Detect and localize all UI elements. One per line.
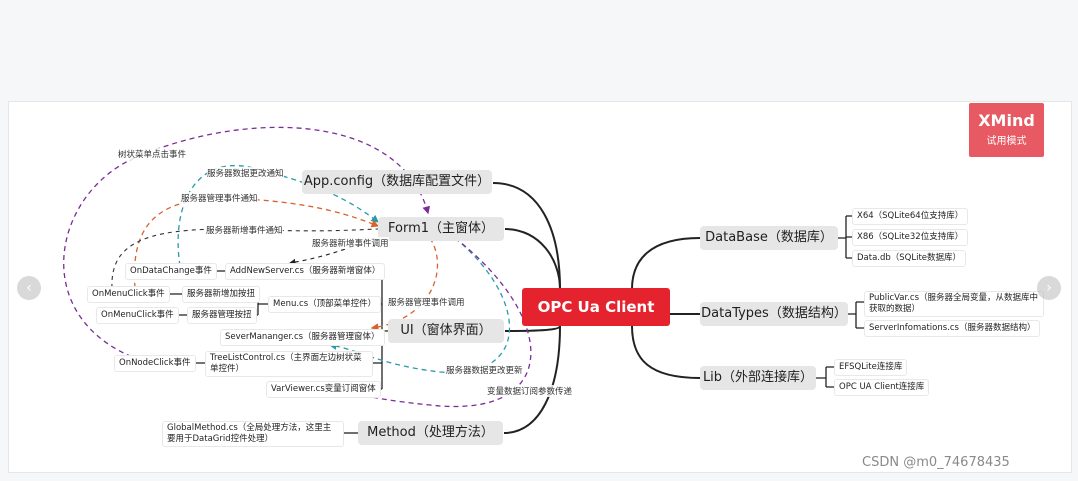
topic-datatypes[interactable]: DataTypes（数据结构） (700, 302, 848, 326)
topic-form1[interactable]: Form1（主窗体） (378, 217, 504, 241)
ui-child-tree-list[interactable]: TreeListControl.cs（主界面左边树状菜单控件） (205, 351, 373, 377)
rel-label-data-change-notify: 服务器数据更改通知 (207, 167, 284, 179)
ui-child-sever-manager[interactable]: SeverMananger.cs（服务器管理窗体） (220, 329, 385, 346)
rel-label-var-subscribe: 变量数据订阅参数传递 (487, 385, 573, 397)
ui-child-var-viewer[interactable]: VarViewer.cs变量订阅窗体 (266, 381, 381, 398)
rel-label-add-call: 服务器新增事件调用 (312, 237, 389, 249)
topic-app-config[interactable]: App.config（数据库配置文件） (302, 170, 492, 194)
topic-lib[interactable]: Lib（外部连接库） (700, 366, 816, 390)
database-child-data-db[interactable]: Data.db（SQLite数据库） (852, 250, 967, 267)
event-on-data-change[interactable]: OnDataChange事件 (125, 263, 217, 280)
node-manage-button[interactable]: 服务器管理按扭 (187, 307, 257, 324)
xmind-badge-subtitle: 试用模式 (986, 136, 1027, 147)
rel-label-manage-notify: 服务器管理事件通知 (181, 192, 258, 204)
next-arrow-icon[interactable]: › (1037, 276, 1061, 300)
event-on-menu-click-1[interactable]: OnMenuClick事件 (87, 286, 170, 303)
datatypes-child-serverinfo[interactable]: ServerInfomations.cs（服务器数据结构） (864, 320, 1041, 337)
ui-child-menu[interactable]: Menu.cs（顶部菜单控件） (268, 296, 382, 313)
topic-method[interactable]: Method（处理方法） (358, 421, 503, 445)
node-new-add-button[interactable]: 服务器新增加按扭 (182, 286, 261, 303)
lib-child-efsqlite[interactable]: EFSQLite连接库 (834, 359, 908, 376)
ui-child-add-new-server[interactable]: AddNewServer.cs（服务器新增窗体） (225, 263, 386, 280)
method-child-global-method[interactable]: GlobalMethod.cs（全局处理方法，这里主要用于DataGrid控件处… (162, 421, 344, 447)
topic-ui[interactable]: UI（窗体界面） (388, 319, 504, 343)
rel-label-data-change-update: 服务器数据更改更新 (446, 364, 523, 376)
database-child-x86[interactable]: X86（SQLite32位支持库） (852, 229, 969, 246)
event-on-menu-click-2[interactable]: OnMenuClick事件 (96, 307, 179, 324)
datatypes-child-publicvar[interactable]: PublicVar.cs（服务器全局变量，从数据库中获取的数据） (864, 291, 1044, 317)
root-topic[interactable]: OPC Ua Client (522, 288, 670, 326)
csdn-watermark: CSDN @m0_74678435 (862, 455, 1010, 470)
lib-child-opcua[interactable]: OPC UA Client连接库 (834, 379, 930, 396)
prev-arrow-icon[interactable]: ‹ (17, 276, 41, 300)
rel-label-add-notify: 服务器新增事件通知 (206, 224, 283, 236)
rel-label-manage-call: 服务器管理事件调用 (388, 296, 465, 308)
xmind-badge-title: XMind (978, 111, 1035, 130)
rel-label-tree-click: 树状菜单点击事件 (118, 148, 187, 160)
topic-database[interactable]: DataBase（数据库） (700, 226, 838, 250)
database-child-x64[interactable]: X64（SQLite64位支持库） (852, 208, 969, 225)
xmind-trial-badge: XMind 试用模式 (969, 103, 1044, 157)
event-on-node-click[interactable]: OnNodeClick事件 (114, 355, 196, 372)
